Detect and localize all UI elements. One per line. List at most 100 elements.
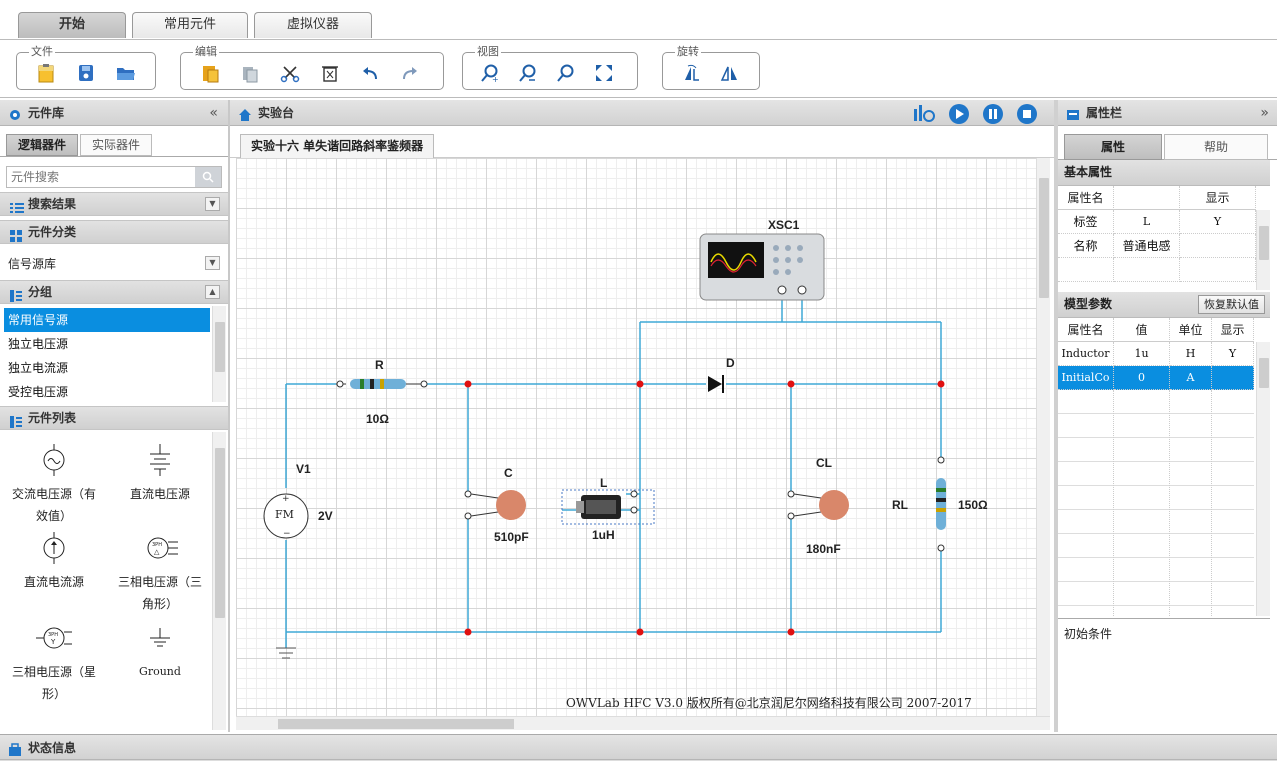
- paste-icon[interactable]: [199, 62, 221, 84]
- canvas-vertical-scrollbar[interactable]: [1036, 158, 1050, 716]
- save-icon[interactable]: [75, 62, 97, 84]
- label-c: C: [504, 466, 513, 480]
- tab-common-components[interactable]: 常用元件: [132, 12, 248, 38]
- table-cell[interactable]: [1180, 234, 1256, 258]
- document-tab[interactable]: 实验十六 单失谐回路斜率鉴频器: [240, 134, 435, 158]
- tab-logic-devices[interactable]: 逻辑器件: [6, 134, 78, 156]
- toolbar-group-view: 视图 +: [462, 45, 638, 90]
- properties-tabs: 属性 帮助: [1058, 126, 1277, 160]
- table-cell[interactable]: 1u: [1114, 342, 1170, 366]
- zoom-icon[interactable]: [555, 62, 577, 84]
- chevron-down-icon[interactable]: ▼: [205, 256, 220, 270]
- model-params-scrollbar[interactable]: [1256, 342, 1270, 616]
- delete-icon[interactable]: [319, 62, 341, 84]
- resistor-rl[interactable]: [936, 456, 946, 552]
- chevron-up-icon[interactable]: ▲: [205, 285, 220, 299]
- toolbar-group-label: 文件: [29, 45, 55, 58]
- canvas-horizontal-scrollbar[interactable]: [236, 716, 1050, 730]
- library-title: 元件库: [28, 106, 65, 120]
- table-cell[interactable]: Y: [1180, 210, 1256, 234]
- inductor-l[interactable]: [561, 489, 655, 525]
- cut-icon[interactable]: [279, 62, 301, 84]
- schematic-canvas[interactable]: + −: [236, 158, 1036, 716]
- group-icon: [10, 287, 22, 309]
- tab-real-devices[interactable]: 实际器件: [80, 134, 152, 156]
- workbench-header: 实验台: [230, 100, 1054, 126]
- undo-icon[interactable]: [359, 62, 381, 84]
- toolbar-group-file: 文件: [16, 45, 156, 90]
- tab-properties[interactable]: 属性: [1064, 134, 1162, 160]
- capacitor-cl[interactable]: [787, 490, 849, 520]
- component-label: 三相电压源（三角形）: [117, 575, 202, 611]
- open-folder-icon[interactable]: [115, 62, 137, 84]
- section-label: 元件分类: [28, 225, 77, 239]
- component-item[interactable]: 3PH△ 三相电压源（三角形）: [110, 532, 210, 615]
- table-header: 属性名: [1058, 318, 1114, 342]
- section-label: 搜索结果: [28, 197, 77, 211]
- briefcase-icon: [8, 740, 22, 766]
- pause-icon[interactable]: [982, 103, 1004, 134]
- diode-d[interactable]: [708, 375, 724, 393]
- section-category: 元件分类: [0, 220, 228, 244]
- component-item[interactable]: Ground: [110, 622, 210, 683]
- list-item[interactable]: 受控电压源: [8, 385, 69, 399]
- list-icon: [10, 199, 24, 221]
- basic-properties-scrollbar[interactable]: [1256, 210, 1270, 290]
- category-value: 信号源库: [8, 257, 57, 271]
- list-item[interactable]: 独立电压源: [8, 337, 69, 351]
- label-l: L: [600, 476, 608, 490]
- category-select[interactable]: 信号源库 ▼: [0, 250, 228, 276]
- oscilloscope[interactable]: [699, 233, 825, 301]
- toolbar: 文件 编辑 视图 +: [0, 40, 1277, 98]
- component-item[interactable]: 交流电压源（有效值）: [4, 444, 104, 527]
- tab-start[interactable]: 开始: [18, 12, 126, 38]
- circuit-schematic: + −: [263, 233, 946, 659]
- section-search-results[interactable]: 搜索结果 ▼: [0, 192, 228, 216]
- label-cl: CL: [816, 456, 832, 470]
- run-icon[interactable]: [948, 103, 970, 134]
- section-group[interactable]: 分组 ▲: [0, 280, 228, 304]
- top-tab-bar: 开始 常用元件 虚拟仪器: [0, 0, 1277, 40]
- svg-text:+: +: [282, 494, 290, 504]
- component-label: 交流电压源（有效值）: [11, 487, 96, 523]
- new-file-icon[interactable]: [35, 62, 57, 84]
- source-v1[interactable]: + −: [263, 493, 309, 539]
- zoom-out-icon[interactable]: [517, 62, 539, 84]
- expand-icon[interactable]: »: [1260, 105, 1269, 121]
- component-label: 三相电压源（星形）: [11, 665, 96, 701]
- table-cell[interactable]: L: [1114, 210, 1180, 234]
- toolbar-group-label: 编辑: [193, 45, 219, 58]
- table-cell[interactable]: 0: [1114, 366, 1170, 390]
- search-input[interactable]: [7, 167, 193, 187]
- rotate-left-icon[interactable]: [681, 62, 703, 84]
- stop-icon[interactable]: [1016, 103, 1038, 134]
- search-icon[interactable]: [195, 167, 221, 187]
- list-item[interactable]: 常用信号源: [4, 308, 210, 332]
- tab-virtual-instruments[interactable]: 虚拟仪器: [254, 12, 372, 38]
- capacitor-c[interactable]: [464, 490, 526, 520]
- table-cell[interactable]: [1212, 366, 1254, 390]
- list-item[interactable]: 独立电流源: [8, 361, 69, 375]
- tab-help[interactable]: 帮助: [1164, 134, 1268, 160]
- resistor-r[interactable]: [336, 379, 428, 389]
- reset-defaults-button[interactable]: 恢复默认值: [1198, 295, 1265, 314]
- group-icon: [10, 413, 22, 435]
- chevron-down-icon[interactable]: ▼: [205, 197, 220, 211]
- ground-icon: [150, 628, 170, 647]
- table-cell[interactable]: 普通电感: [1114, 234, 1180, 258]
- zoom-in-icon[interactable]: +: [479, 62, 501, 84]
- component-list-scrollbar[interactable]: [212, 432, 226, 730]
- group-scrollbar[interactable]: [212, 306, 226, 402]
- table-cell[interactable]: Y: [1212, 342, 1254, 366]
- component-item[interactable]: 直流电压源: [110, 444, 210, 505]
- component-item[interactable]: 直流电流源: [4, 532, 104, 593]
- fit-screen-icon[interactable]: [593, 62, 615, 84]
- redo-icon[interactable]: [399, 62, 421, 84]
- svg-text:3PH: 3PH: [48, 632, 58, 638]
- probe-icon[interactable]: [912, 103, 936, 132]
- copy-icon[interactable]: [239, 62, 261, 84]
- component-list: 交流电压源（有效值） 直流电压源 直流电流源 3PH△ 三相电压源（三角形） 3…: [0, 432, 228, 732]
- flip-icon[interactable]: [719, 62, 741, 84]
- collapse-icon[interactable]: «: [209, 105, 218, 121]
